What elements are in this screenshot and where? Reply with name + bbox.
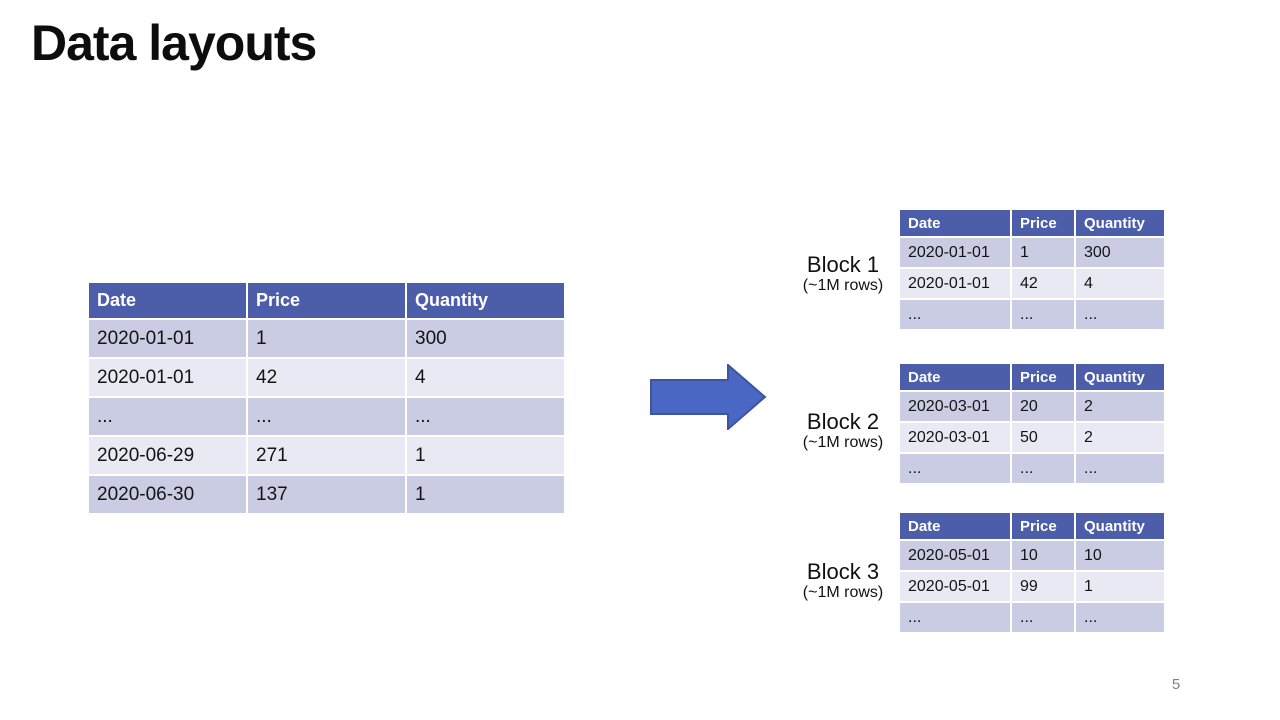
table-cell: 99 — [1010, 570, 1076, 603]
table-cell: ... — [1010, 601, 1076, 634]
table-cell: 42 — [1010, 267, 1076, 300]
table-cell: ... — [1074, 601, 1166, 634]
column-header: Price — [1010, 208, 1076, 238]
table-cell: ... — [898, 452, 1012, 485]
table-cell: 2020-06-30 — [87, 474, 248, 515]
block-name: Block 1 — [806, 252, 880, 277]
page-number: 5 — [1171, 676, 1181, 693]
page-title: Data layouts — [31, 15, 317, 71]
table-cell: ... — [898, 601, 1012, 634]
table-cell: 2020-01-01 — [87, 357, 248, 398]
table-cell: 271 — [246, 435, 407, 476]
table-cell: 2020-05-01 — [898, 570, 1012, 603]
table-cell: 2020-05-01 — [898, 539, 1012, 572]
block-3-label: Block 3 (~1M rows) — [792, 559, 894, 603]
table-cell: 300 — [405, 318, 566, 359]
right-arrow-icon — [650, 364, 767, 430]
column-header: Date — [87, 281, 248, 320]
table-cell: 2020-01-01 — [898, 236, 1012, 269]
table-row: ......... — [898, 452, 1166, 485]
table-cell: 1 — [405, 474, 566, 515]
block-name: Block 2 — [806, 409, 880, 434]
block-row-count: (~1M rows) — [802, 277, 884, 295]
table-cell: 1 — [1074, 570, 1166, 603]
table-cell: ... — [405, 396, 566, 437]
table-cell: ... — [1010, 298, 1076, 331]
block-2-label: Block 2 (~1M rows) — [792, 409, 894, 453]
table-cell: 1 — [1010, 236, 1076, 269]
table-cell: 1 — [246, 318, 407, 359]
table-cell: 4 — [1074, 267, 1166, 300]
column-header: Quantity — [1074, 362, 1166, 392]
table-row: ......... — [898, 601, 1166, 634]
table-cell: 2 — [1074, 390, 1166, 423]
table-cell: 2 — [1074, 421, 1166, 454]
table-cell: 2020-01-01 — [898, 267, 1012, 300]
column-header: Price — [246, 281, 407, 320]
column-header: Date — [898, 511, 1012, 541]
column-header: Price — [1010, 511, 1076, 541]
table-cell: 2020-06-29 — [87, 435, 248, 476]
block-1-label: Block 1 (~1M rows) — [792, 252, 894, 296]
column-header: Date — [898, 208, 1012, 238]
column-header: Quantity — [405, 281, 566, 320]
table-cell: 2020-03-01 — [898, 421, 1012, 454]
table-cell: 4 — [405, 357, 566, 398]
table-row: ......... — [87, 396, 566, 437]
table-cell: ... — [898, 298, 1012, 331]
column-header: Date — [898, 362, 1012, 392]
table-cell: ... — [1010, 452, 1076, 485]
table-cell: 2020-03-01 — [898, 390, 1012, 423]
table-cell: 42 — [246, 357, 407, 398]
table-cell: 1 — [405, 435, 566, 476]
column-header: Quantity — [1074, 208, 1166, 238]
table-cell: 2020-01-01 — [87, 318, 248, 359]
table-cell: 137 — [246, 474, 407, 515]
table-cell: ... — [246, 396, 407, 437]
block-row-count: (~1M rows) — [802, 584, 884, 602]
table-cell: 300 — [1074, 236, 1166, 269]
block-name: Block 3 — [806, 559, 880, 584]
table-row: ......... — [898, 298, 1166, 331]
table-cell: 50 — [1010, 421, 1076, 454]
table-cell: ... — [87, 396, 248, 437]
table-cell: 10 — [1010, 539, 1076, 572]
table-cell: ... — [1074, 452, 1166, 485]
table-cell: ... — [1074, 298, 1166, 331]
block-row-count: (~1M rows) — [802, 434, 884, 452]
table-cell: 10 — [1074, 539, 1166, 572]
table-cell: 20 — [1010, 390, 1076, 423]
column-header: Quantity — [1074, 511, 1166, 541]
column-header: Price — [1010, 362, 1076, 392]
